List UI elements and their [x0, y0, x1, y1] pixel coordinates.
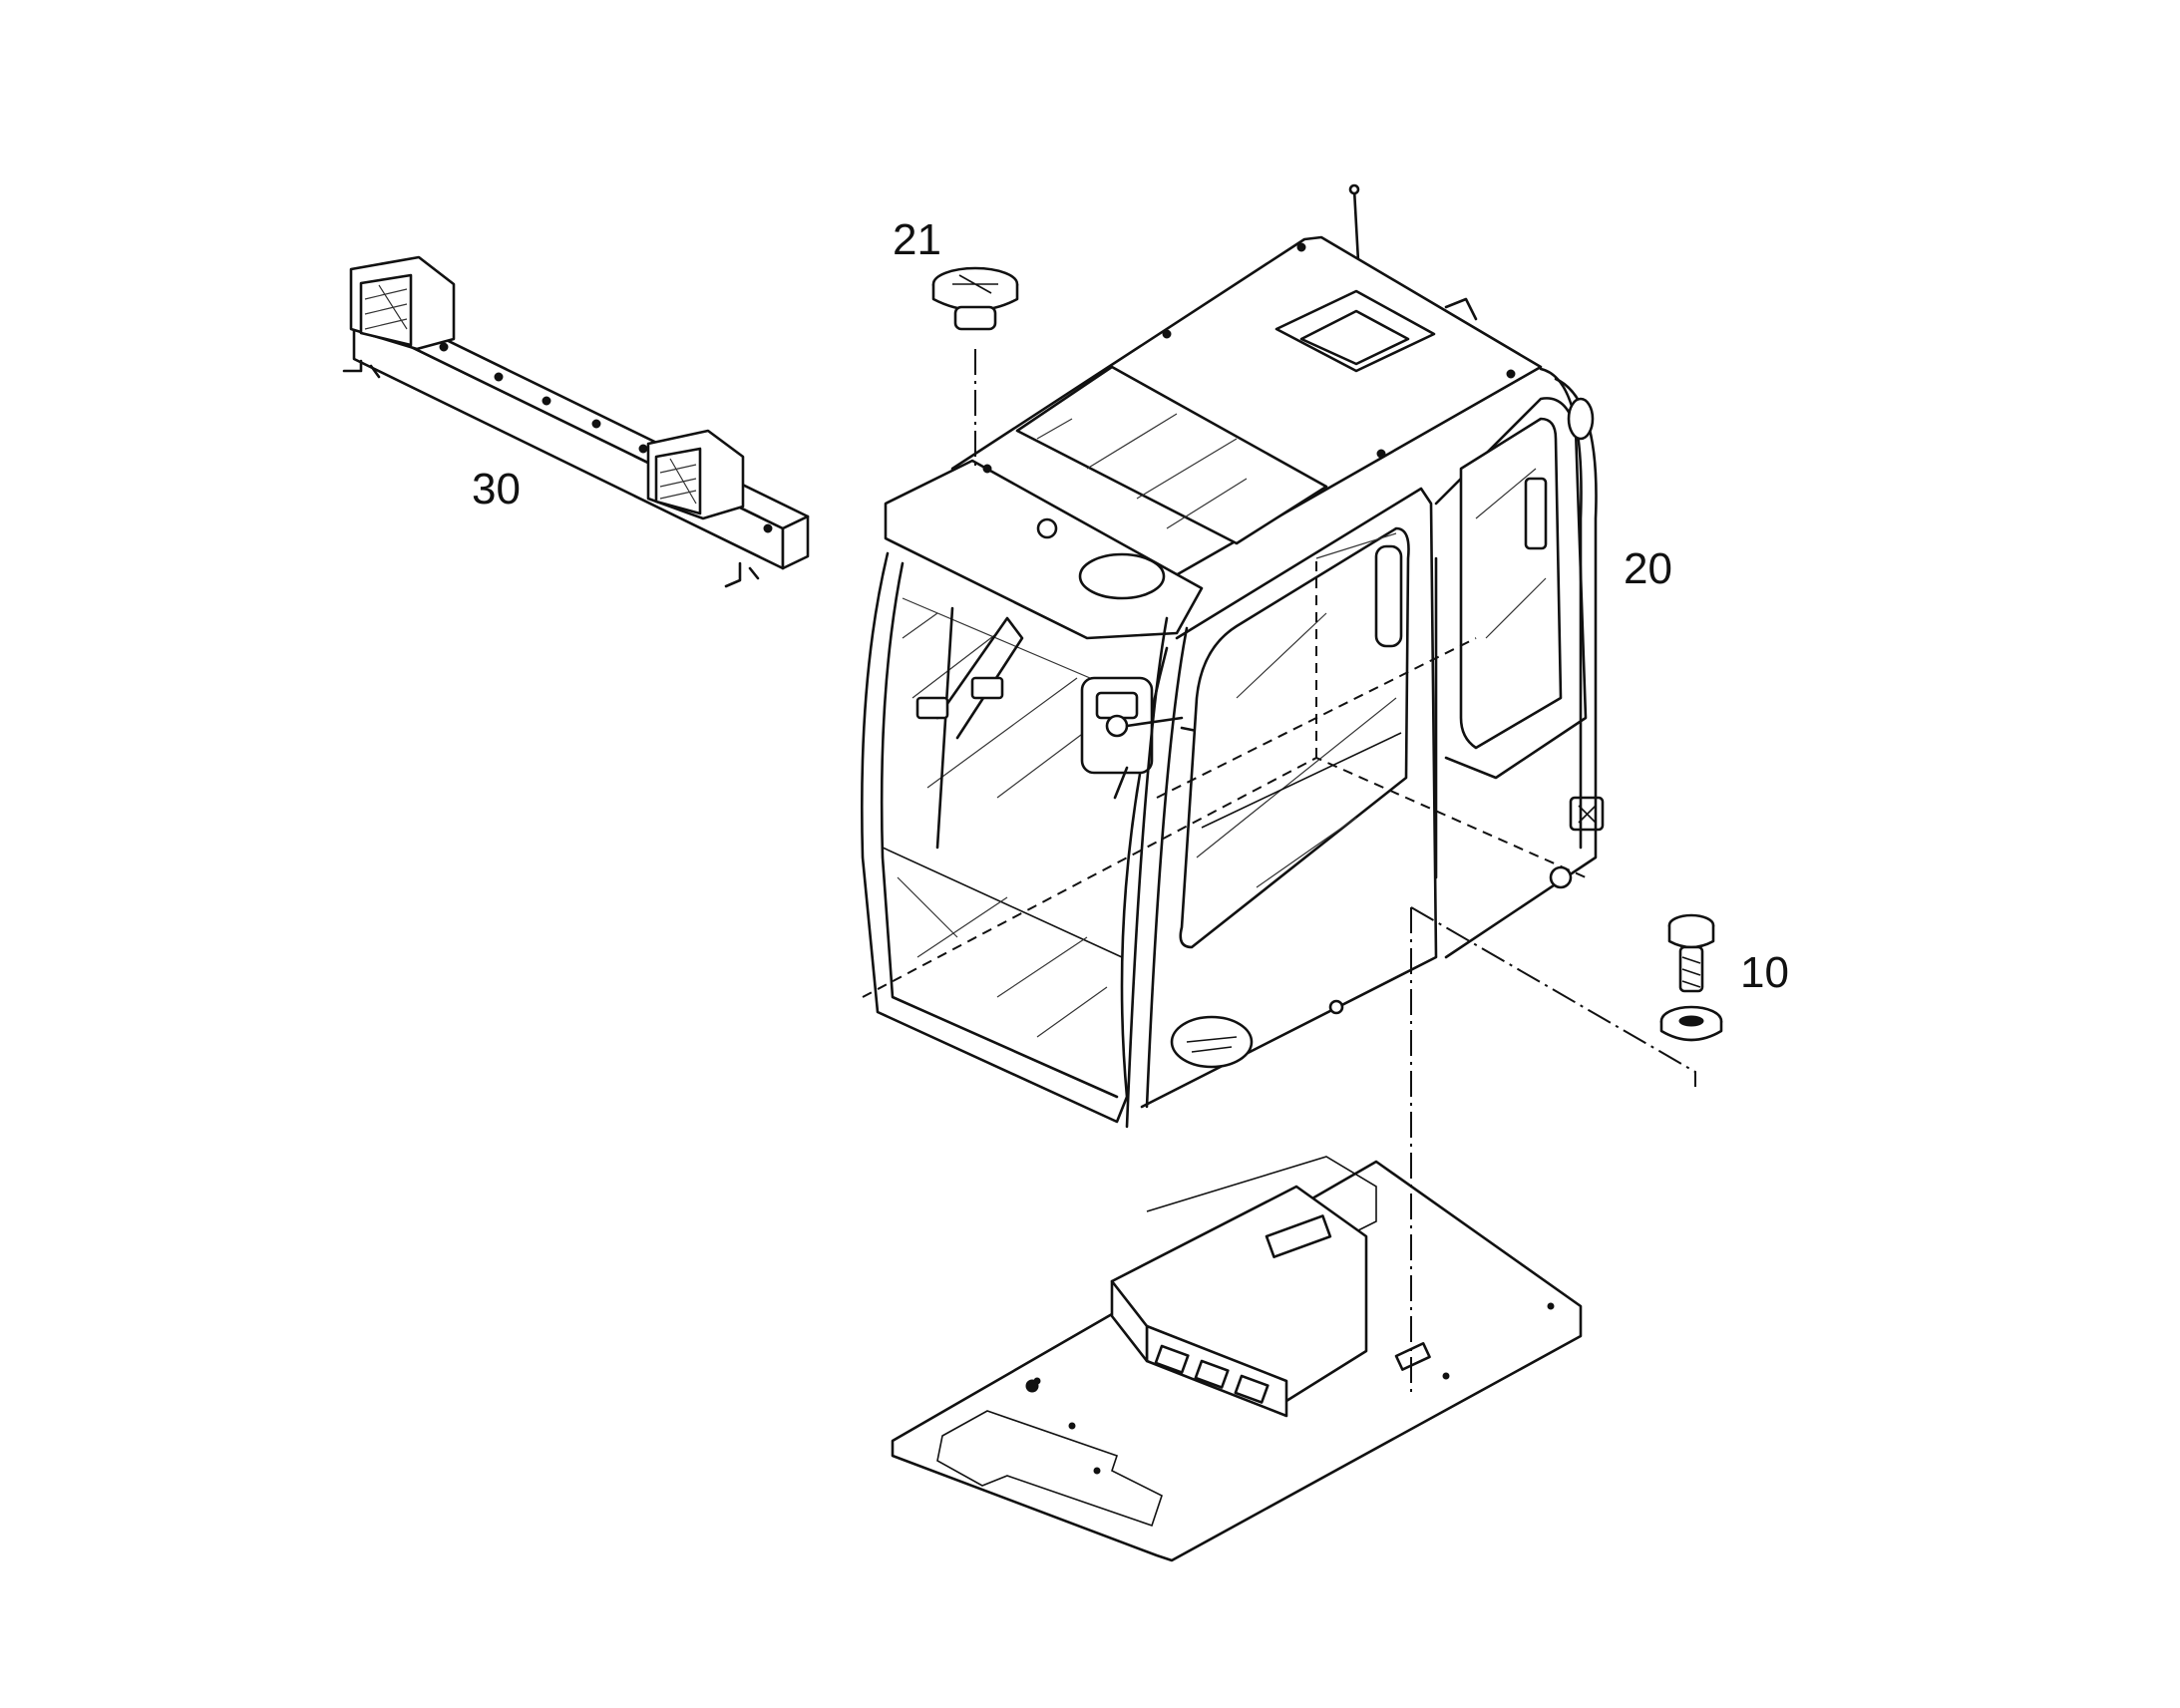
- plug-cap: [931, 266, 1019, 331]
- callout-item-21: 21: [893, 215, 941, 264]
- work-light-bar: [342, 255, 810, 588]
- callout-item-10: 10: [1740, 948, 1789, 997]
- cab-floor-plate: [891, 1156, 1583, 1562]
- operator-cab: [861, 183, 1605, 1129]
- assembly-leader-lines: [974, 349, 1696, 1396]
- bolt-and-washer: [1659, 913, 1723, 1042]
- callout-item-30: 30: [472, 465, 521, 513]
- callout-item-20: 20: [1624, 544, 1672, 593]
